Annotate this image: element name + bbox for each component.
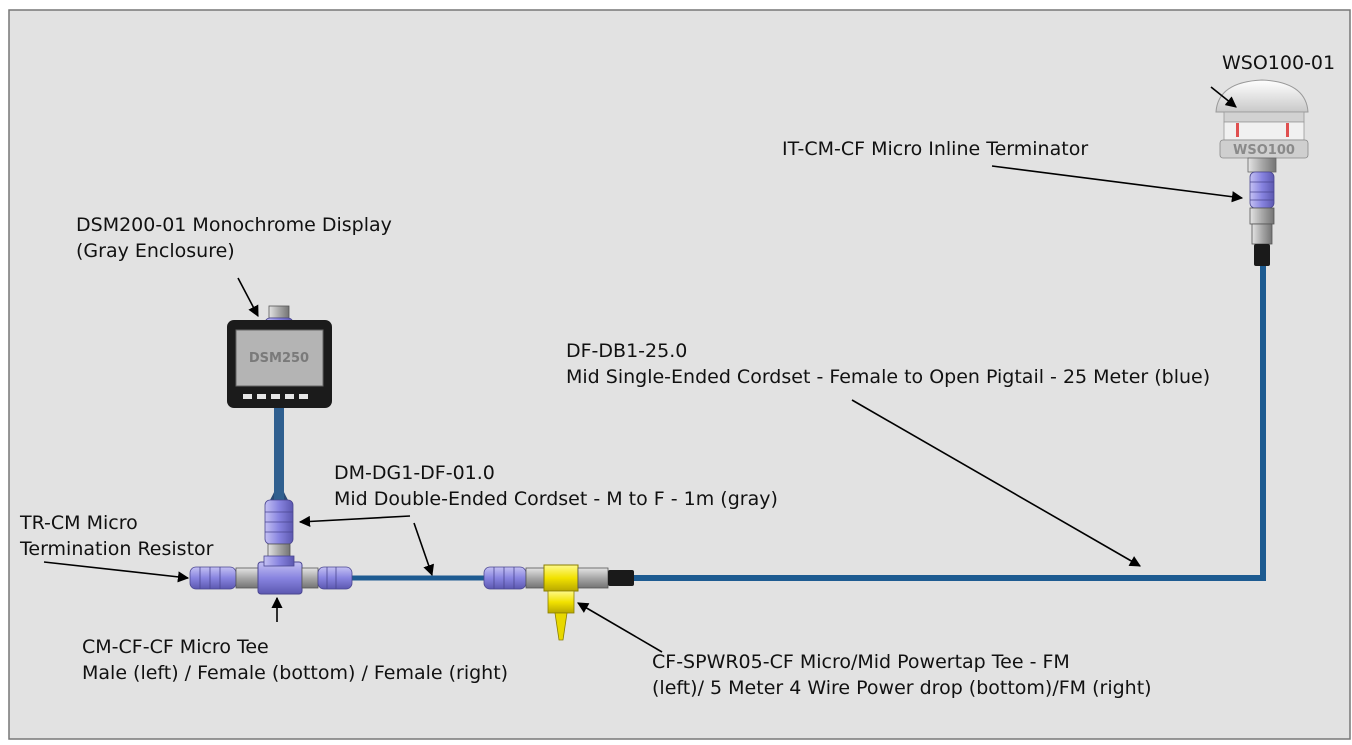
label-powertap-line1: CF-SPWR05-CF Micro/Mid Powertap Tee - FM [652,651,1070,673]
label-tee-line1: CM-CF-CF Micro Tee [82,636,269,658]
display-model-text: DSM250 [249,351,309,366]
powertap-tee-cluster [483,564,634,641]
label-terminator-line1: IT-CM-CF Micro Inline Terminator [782,138,1089,160]
label-backbone-line1: DF-DB1-25.0 [566,340,688,362]
arrow-backbone [851,399,1141,567]
arrow-dropcable-drop [298,515,411,528]
label-dropcable-line2: Mid Double-Ended Cordset - M to F - 1m (… [334,488,778,510]
micro-tee-cluster [189,555,353,595]
label-dropcable: DM-DG1-DF-01.0 Mid Double-Ended Cordset … [334,460,778,512]
label-tee: CM-CF-CF Micro Tee Male (left) / Female … [82,634,508,686]
label-display-line1: DSM200-01 Monochrome Display [76,214,392,236]
label-powertap-line2: (left)/ 5 Meter 4 Wire Power drop (botto… [652,677,1152,699]
arrow-dropcable-backbone [413,522,434,577]
label-wso: WSO100-01 [1222,50,1335,76]
backbone-cable [632,265,1266,581]
label-wso-line1: WSO100-01 [1222,52,1336,74]
arrow-display [237,277,259,317]
label-resistor: TR-CM Micro Termination Resistor [20,510,213,562]
arrow-resistor [43,561,190,583]
label-terminator: IT-CM-CF Micro Inline Terminator [782,136,1088,162]
arrow-wso [1210,86,1237,108]
label-backbone-line2: Mid Single-Ended Cordset - Female to Ope… [566,366,1211,388]
sensor-model-text: WSO100 [1233,143,1295,158]
label-tee-line2: Male (left) / Female (bottom) / Female (… [82,662,509,684]
weather-sensor: WSO100 [1215,79,1309,266]
label-display-line2: (Gray Enclosure) [76,240,235,262]
display-unit: DSM250 [227,320,332,408]
label-resistor-line1: TR-CM Micro [20,512,138,534]
arrow-powertap [577,602,663,653]
label-powertap: CF-SPWR05-CF Micro/Mid Powertap Tee - FM… [652,649,1152,701]
label-display: DSM200-01 Monochrome Display (Gray Enclo… [76,212,392,264]
label-backbone: DF-DB1-25.0 Mid Single-Ended Cordset - F… [566,338,1210,390]
label-resistor-line2: Termination Resistor [20,538,214,560]
arrow-terminator [991,165,1244,203]
label-dropcable-line1: DM-DG1-DF-01.0 [334,462,495,484]
